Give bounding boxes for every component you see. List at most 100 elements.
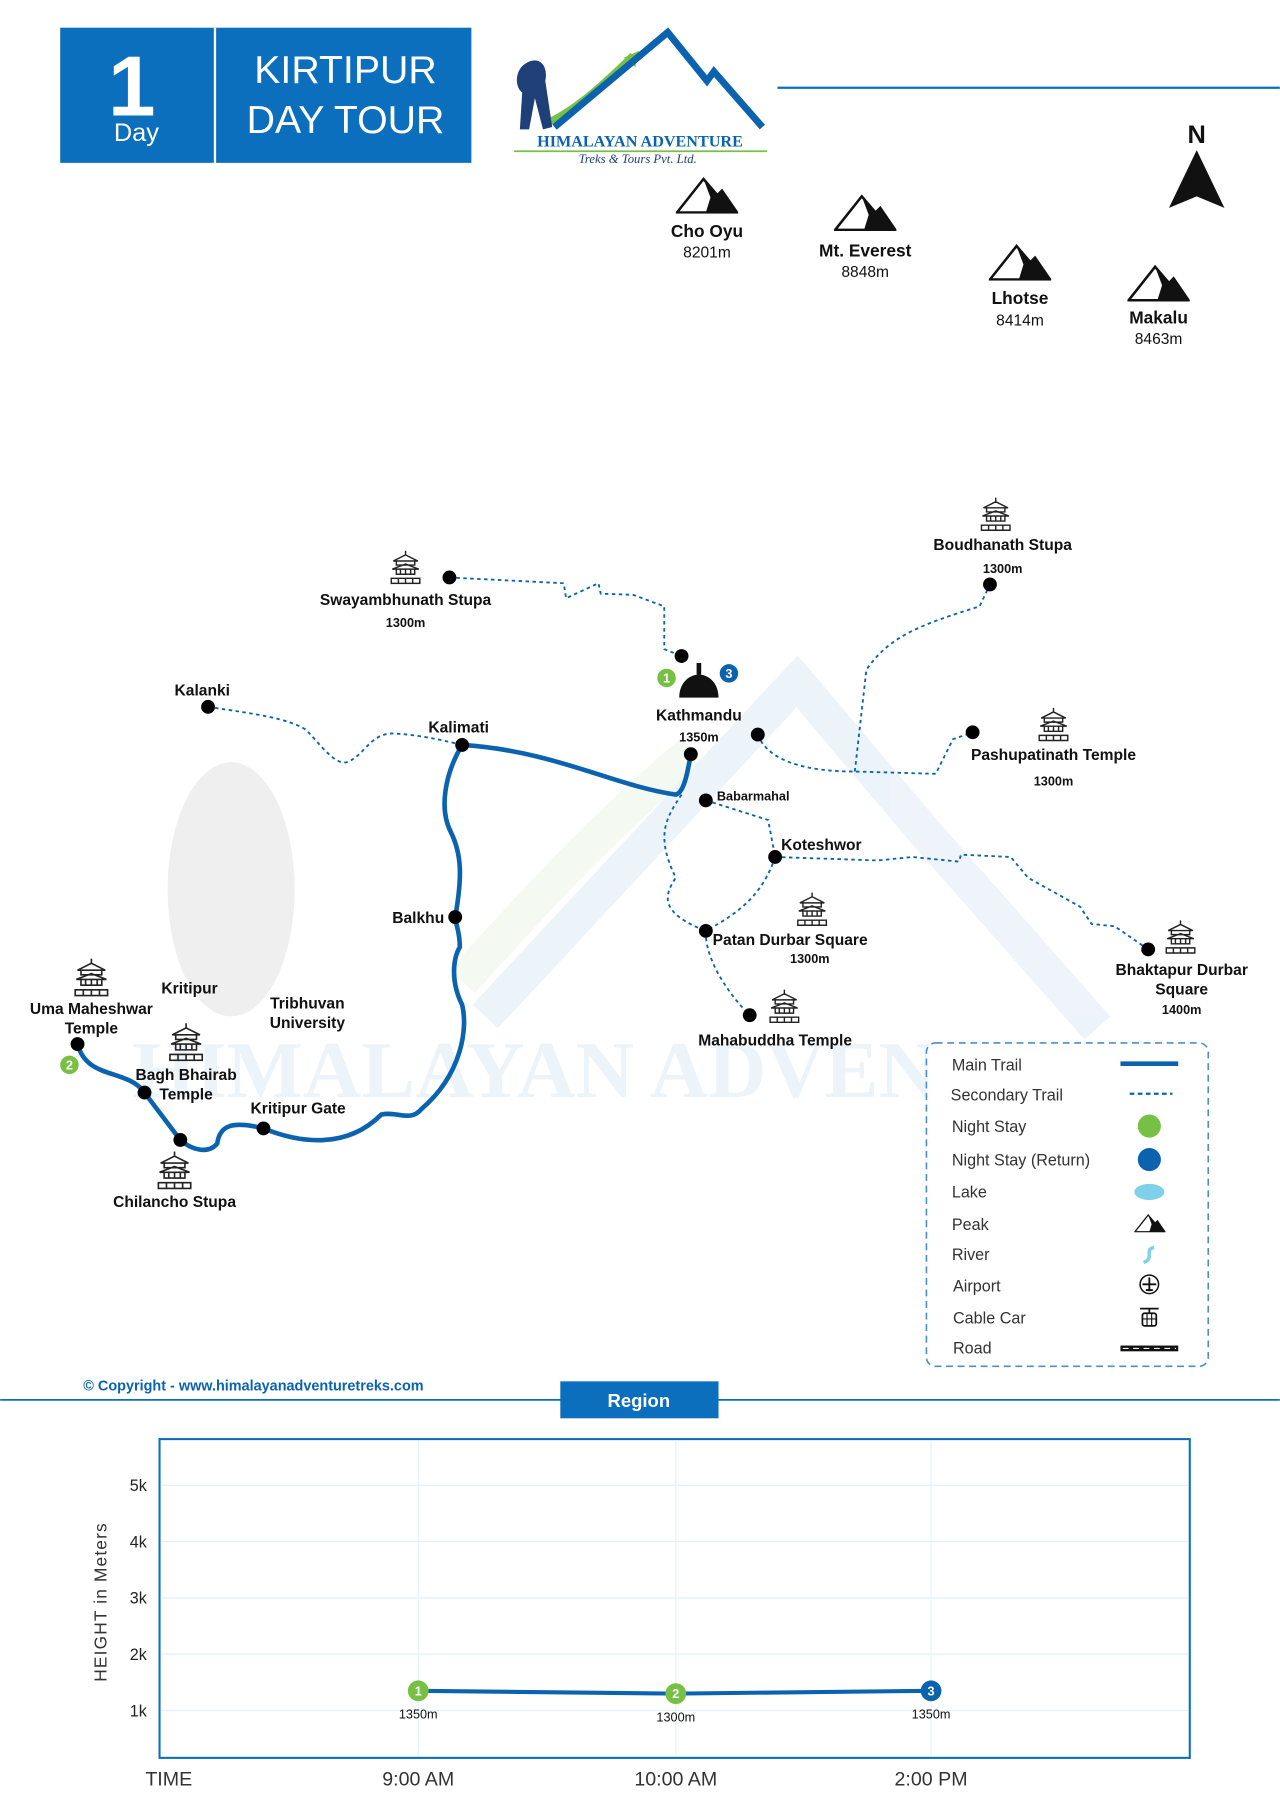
- region-label: Region: [608, 1390, 671, 1411]
- stupa-icon: [679, 662, 719, 698]
- place-pashupatinath[interactable]: Pashupatinath Temple 1300m: [965, 707, 1137, 789]
- copyright-text[interactable]: © Copyright - www.himalayanadventuretrek…: [83, 1379, 423, 1395]
- river-icon: [1142, 1245, 1155, 1265]
- badge-number: 1: [663, 672, 670, 686]
- legend-label: Secondary Trail: [951, 1087, 1063, 1105]
- stupa-icon: [157, 1150, 192, 1190]
- peak-icon: [988, 244, 1052, 281]
- legend-label: River: [952, 1246, 990, 1264]
- place-dot: [137, 1085, 152, 1100]
- place-babarmahal[interactable]: Babarmahal: [698, 789, 790, 808]
- x-tick-label: 9:00 AM: [382, 1769, 454, 1791]
- place-name: Bhaktapur Durbar: [1115, 962, 1247, 979]
- place-name: Koteshwor: [781, 837, 862, 854]
- place-dot: [768, 850, 783, 864]
- place-name: Chilancho Stupa: [113, 1194, 236, 1211]
- y-tick-label: 4k: [130, 1533, 148, 1551]
- place-bagh-bhairab[interactable]: Bagh Bhairab Temple: [135, 1022, 237, 1104]
- y-axis-label: HEIGHT in Meters: [90, 1522, 110, 1682]
- tour-title-line1: KIRTIPUR: [254, 48, 436, 92]
- road-icon: [1120, 1345, 1179, 1352]
- night-stay-badge: [60, 1055, 79, 1075]
- place-kalimati[interactable]: Kalimati: [428, 719, 489, 752]
- airport-icon: [1139, 1274, 1160, 1295]
- place-name: Babarmahal: [717, 789, 790, 803]
- temple-icon: [1165, 919, 1196, 954]
- peak-height: 8463m: [1135, 331, 1183, 348]
- temple-icon: [769, 988, 800, 1024]
- peak-name: Makalu: [1129, 307, 1188, 327]
- legend-label: Airport: [953, 1277, 1001, 1295]
- place-name: Pashupatinath Temple: [971, 747, 1136, 764]
- place-dot: [965, 725, 980, 740]
- elevation-point: [665, 1683, 687, 1705]
- tour-title-line2: DAY TOUR: [247, 98, 445, 142]
- place-name: Boudhanath Stupa: [933, 537, 1072, 554]
- peak-name: Lhotse: [992, 288, 1049, 308]
- temple-icon: [74, 957, 109, 997]
- map-legend: Main Trail Secondary Trail Night Stay Ni…: [925, 1042, 1210, 1368]
- place-name: Balkhu: [392, 910, 444, 927]
- place-kritipur: Kritipur: [161, 980, 217, 997]
- point-marker-number: 1: [415, 1684, 422, 1698]
- place-balkhu[interactable]: Balkhu: [392, 910, 463, 927]
- place-bhaktapur[interactable]: Bhaktapur Durbar Square 1400m: [1115, 919, 1248, 1017]
- north-arrow: N: [1168, 121, 1225, 208]
- legend-label: Lake: [952, 1184, 987, 1202]
- place-dot: [674, 649, 689, 663]
- lake-icon: [1134, 1183, 1165, 1201]
- night-stay-icon: [1137, 1114, 1161, 1138]
- place-dot: [201, 699, 215, 714]
- peak-height: 8201m: [683, 245, 731, 262]
- place-kritipur-gate[interactable]: Kritipur Gate: [251, 1100, 347, 1136]
- place-uma-maheshwar[interactable]: Uma Maheshwar Temple 2: [30, 957, 153, 1075]
- logo-tagline: Treks & Tours Pvt. Ltd.: [579, 152, 697, 166]
- peak-cho-oyu: Cho Oyu 8201m: [671, 177, 743, 262]
- place-chilancho[interactable]: Chilancho Stupa: [113, 1133, 236, 1211]
- point-value-label: 1350m: [399, 1708, 438, 1722]
- place-name: Uma Maheshwar: [30, 1001, 153, 1018]
- legend-label: Road: [953, 1340, 992, 1358]
- day-number: 1: [108, 39, 156, 134]
- peak-lhotse: Lhotse 8414m: [988, 244, 1052, 330]
- place-mahabuddha[interactable]: Mahabuddha Temple: [698, 988, 852, 1050]
- x-axis-label: TIME: [145, 1769, 192, 1791]
- place-name: Bagh Bhairab: [135, 1067, 236, 1084]
- place-dot: [742, 1008, 757, 1023]
- place-swayambhunath[interactable]: Swayambhunath Stupa 1300m: [320, 549, 492, 630]
- legend-label: Night Stay (Return): [952, 1151, 1090, 1169]
- temple-icon: [797, 891, 828, 927]
- x-tick-label: 10:00 AM: [634, 1769, 717, 1791]
- place-dot: [698, 793, 713, 808]
- place-dot: [983, 577, 997, 592]
- place-name: Kathmandu: [656, 708, 742, 725]
- legend-label: Cable Car: [953, 1310, 1026, 1328]
- elevation-point: [407, 1680, 429, 1702]
- place-dot: [448, 910, 463, 924]
- title-banner: 1 Day KIRTIPUR DAY TOUR: [60, 27, 472, 163]
- place-tribhuvan-university: Tribhuvan University: [270, 995, 346, 1032]
- place-altitude: 1300m: [386, 616, 426, 630]
- place-koteshwor[interactable]: Koteshwor: [768, 837, 862, 864]
- place-dot: [698, 923, 713, 938]
- place-altitude: 1300m: [790, 952, 830, 966]
- place-name: Temple: [159, 1087, 213, 1104]
- y-tick-label: 2k: [130, 1646, 148, 1664]
- place-dot: [442, 570, 457, 585]
- place-kathmandu[interactable]: 1 3 Kathmandu 1350m: [656, 649, 742, 744]
- logo-name: HIMALAYAN ADVENTURE: [537, 134, 743, 151]
- x-tick-label: 2:00 PM: [895, 1769, 968, 1791]
- place-dot: [173, 1133, 188, 1147]
- company-logo: HIMALAYAN ADVENTURE Treks & Tours Pvt. L…: [514, 27, 768, 166]
- place-patan[interactable]: Patan Durbar Square 1300m: [698, 891, 868, 967]
- north-label: N: [1188, 121, 1206, 149]
- place-name: Tribhuvan: [270, 995, 344, 1012]
- y-tick-label: 3k: [130, 1590, 148, 1608]
- main-trail: [75, 742, 694, 1153]
- place-name: Kalimati: [428, 719, 489, 736]
- place-kalanki[interactable]: Kalanki: [175, 682, 230, 714]
- region-tab: Region: [560, 1381, 719, 1419]
- night-stay-badge: [657, 668, 676, 688]
- place-boudhanath[interactable]: Boudhanath Stupa 1300m: [933, 496, 1072, 592]
